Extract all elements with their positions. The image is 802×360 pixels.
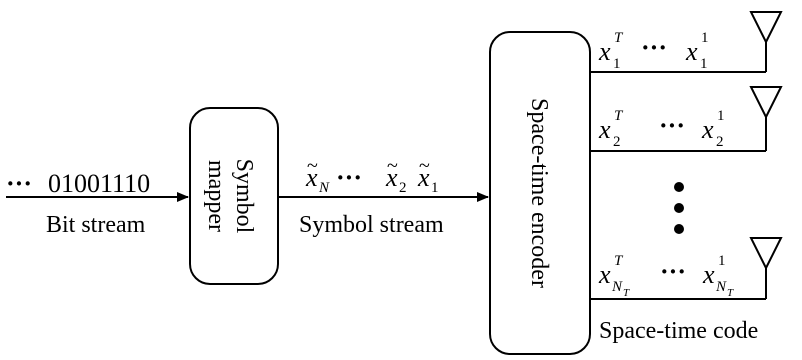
svg-text:1: 1 bbox=[718, 253, 726, 269]
svg-text:~: ~ bbox=[419, 155, 430, 177]
output-row2-dots: ··· bbox=[659, 111, 685, 140]
symbol-xN: x ~ N bbox=[305, 155, 330, 196]
svg-text:x: x bbox=[598, 115, 611, 144]
svg-text:T: T bbox=[623, 287, 630, 299]
symbol-dots: ··· bbox=[336, 163, 362, 192]
svg-text:N: N bbox=[715, 279, 727, 295]
symbol-stream-label: Symbol stream bbox=[299, 212, 444, 238]
svg-text:N: N bbox=[318, 180, 330, 196]
antenna-1-icon bbox=[749, 11, 783, 45]
vertical-ellipsis-dot-1 bbox=[674, 182, 684, 192]
output-row3-last: x 1 N T bbox=[702, 253, 734, 299]
space-time-encoder-label: Space-time encoder bbox=[526, 98, 552, 288]
space-time-code-label: Space-time code bbox=[599, 318, 758, 344]
svg-text:1: 1 bbox=[701, 30, 709, 46]
antenna-3-icon bbox=[749, 237, 783, 271]
antenna-2-icon bbox=[749, 86, 783, 120]
svg-text:2: 2 bbox=[399, 180, 407, 196]
bit-sequence: 01001110 bbox=[48, 169, 150, 198]
vertical-ellipsis-dot-3 bbox=[674, 224, 684, 234]
svg-text:1: 1 bbox=[717, 108, 725, 124]
output-row1-dots: ··· bbox=[641, 33, 667, 62]
output-row3-first: x T N T bbox=[598, 253, 630, 299]
symbol-mapper-label-line1: Symbol bbox=[231, 159, 257, 234]
svg-text:x: x bbox=[385, 163, 398, 192]
svg-text:x: x bbox=[685, 37, 698, 66]
svg-text:1: 1 bbox=[700, 56, 708, 72]
svg-text:T: T bbox=[614, 253, 624, 269]
svg-text:x: x bbox=[598, 37, 611, 66]
svg-text:x: x bbox=[702, 260, 715, 289]
svg-text:2: 2 bbox=[613, 134, 621, 150]
output-row1-last: x 1 1 bbox=[685, 30, 709, 72]
svg-text:x: x bbox=[598, 260, 611, 289]
leading-dots: ··· bbox=[6, 169, 32, 198]
svg-text:x: x bbox=[417, 163, 430, 192]
svg-text:1: 1 bbox=[613, 56, 621, 72]
symbol-mapper-label-line2: mapper bbox=[203, 160, 229, 232]
output-row3-dots: ··· bbox=[660, 257, 686, 286]
svg-text:1: 1 bbox=[431, 180, 439, 196]
svg-text:T: T bbox=[614, 108, 624, 124]
svg-text:~: ~ bbox=[387, 155, 398, 177]
bit-stream-label: Bit stream bbox=[46, 212, 146, 238]
output-row2-first: x T 2 bbox=[598, 108, 624, 150]
output-row1-first: x T 1 bbox=[598, 30, 624, 72]
svg-text:x: x bbox=[305, 163, 318, 192]
svg-text:T: T bbox=[614, 30, 624, 46]
svg-text:T: T bbox=[727, 287, 734, 299]
svg-text:~: ~ bbox=[307, 155, 318, 177]
svg-text:x: x bbox=[701, 115, 714, 144]
space-time-encoder-block bbox=[489, 31, 591, 355]
svg-text:N: N bbox=[611, 279, 623, 295]
symbol-x1: x ~ 1 bbox=[417, 155, 439, 196]
svg-text:2: 2 bbox=[716, 134, 724, 150]
symbol-x2: x ~ 2 bbox=[385, 155, 407, 196]
vertical-ellipsis-dot-2 bbox=[674, 203, 684, 213]
output-row2-last: x 1 2 bbox=[701, 108, 725, 150]
